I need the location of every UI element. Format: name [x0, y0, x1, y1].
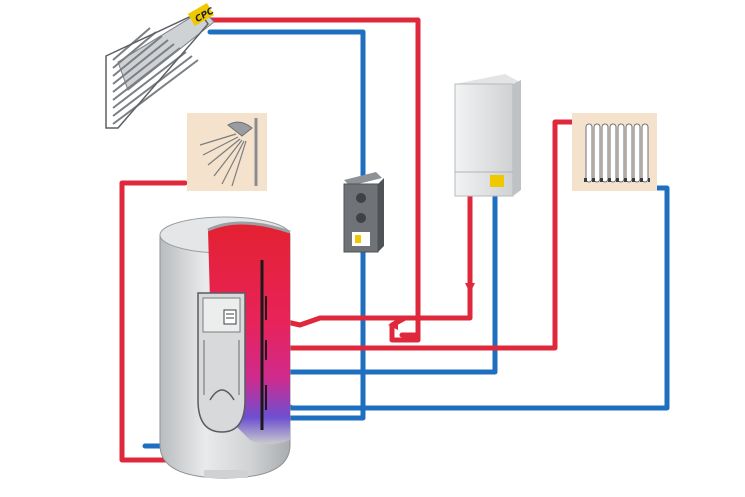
radiator-icon — [572, 113, 657, 191]
boiler-hot-pipe — [275, 193, 473, 328]
shower-icon — [187, 113, 267, 191]
solar-pump-station-icon — [343, 172, 384, 253]
collector-hot-pipe — [200, 17, 421, 338]
flow-arrow-left-icon — [388, 320, 398, 330]
radiator-hot-pipe — [269, 119, 581, 351]
solar-collector-icon: CPC — [105, 2, 216, 129]
storage-tank-icon — [159, 216, 291, 479]
flow-arrow-down-icon — [465, 283, 475, 293]
wall-boiler-icon — [454, 74, 521, 197]
collector-cold-pipe — [207, 29, 366, 178]
